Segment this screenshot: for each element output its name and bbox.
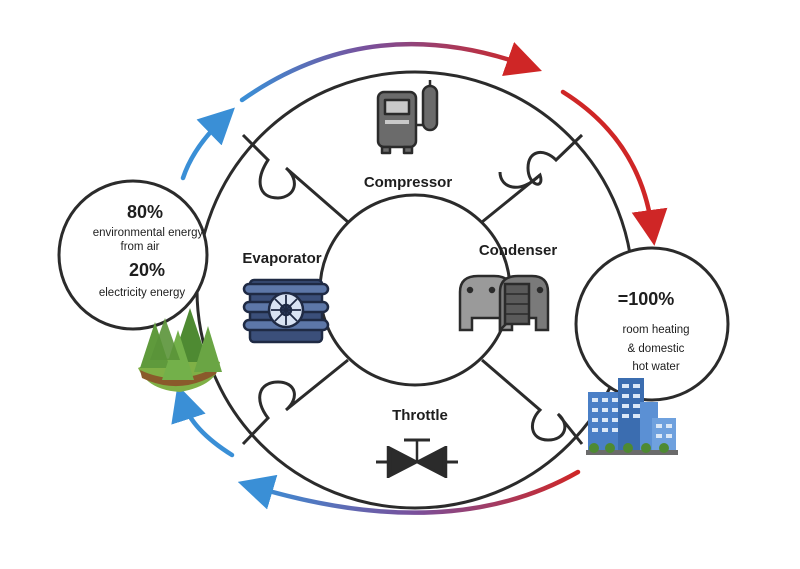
evaporator-icon [242, 278, 330, 344]
environment-label-line1: environmental energy [93, 227, 204, 239]
flow-arrows [171, 41, 668, 515]
label-compressor: Compressor [364, 174, 453, 191]
output-circle: =100% room heating & domestic hot water [574, 246, 730, 402]
compressor-icon [376, 80, 439, 155]
electricity-label: electricity energy [99, 287, 186, 299]
environment-percent: 80% [127, 202, 163, 222]
input-circle: 80% environmental energy from air 20% el… [57, 179, 209, 331]
condenser-icon [458, 274, 550, 334]
throttle-valve-icon [376, 438, 458, 479]
output-line3: hot water [632, 361, 679, 373]
label-evaporator: Evaporator [242, 250, 321, 267]
arrow-bottom [237, 469, 581, 515]
label-condenser: Condenser [479, 242, 558, 259]
output-line2: & domestic [628, 343, 685, 355]
output-line1: room heating [622, 324, 689, 336]
trees-icon [138, 308, 222, 392]
cycle-ring [195, 70, 635, 510]
electricity-percent: 20% [129, 260, 165, 280]
buildings-icon [586, 378, 678, 455]
label-throttle: Throttle [392, 407, 448, 424]
environment-label-line2: from air [121, 241, 160, 253]
arrow-top [239, 41, 542, 103]
arrow-left-upper [180, 107, 235, 181]
arrow-left-lower [171, 384, 235, 458]
arrow-right [560, 89, 668, 246]
output-percent: =100% [618, 289, 675, 309]
